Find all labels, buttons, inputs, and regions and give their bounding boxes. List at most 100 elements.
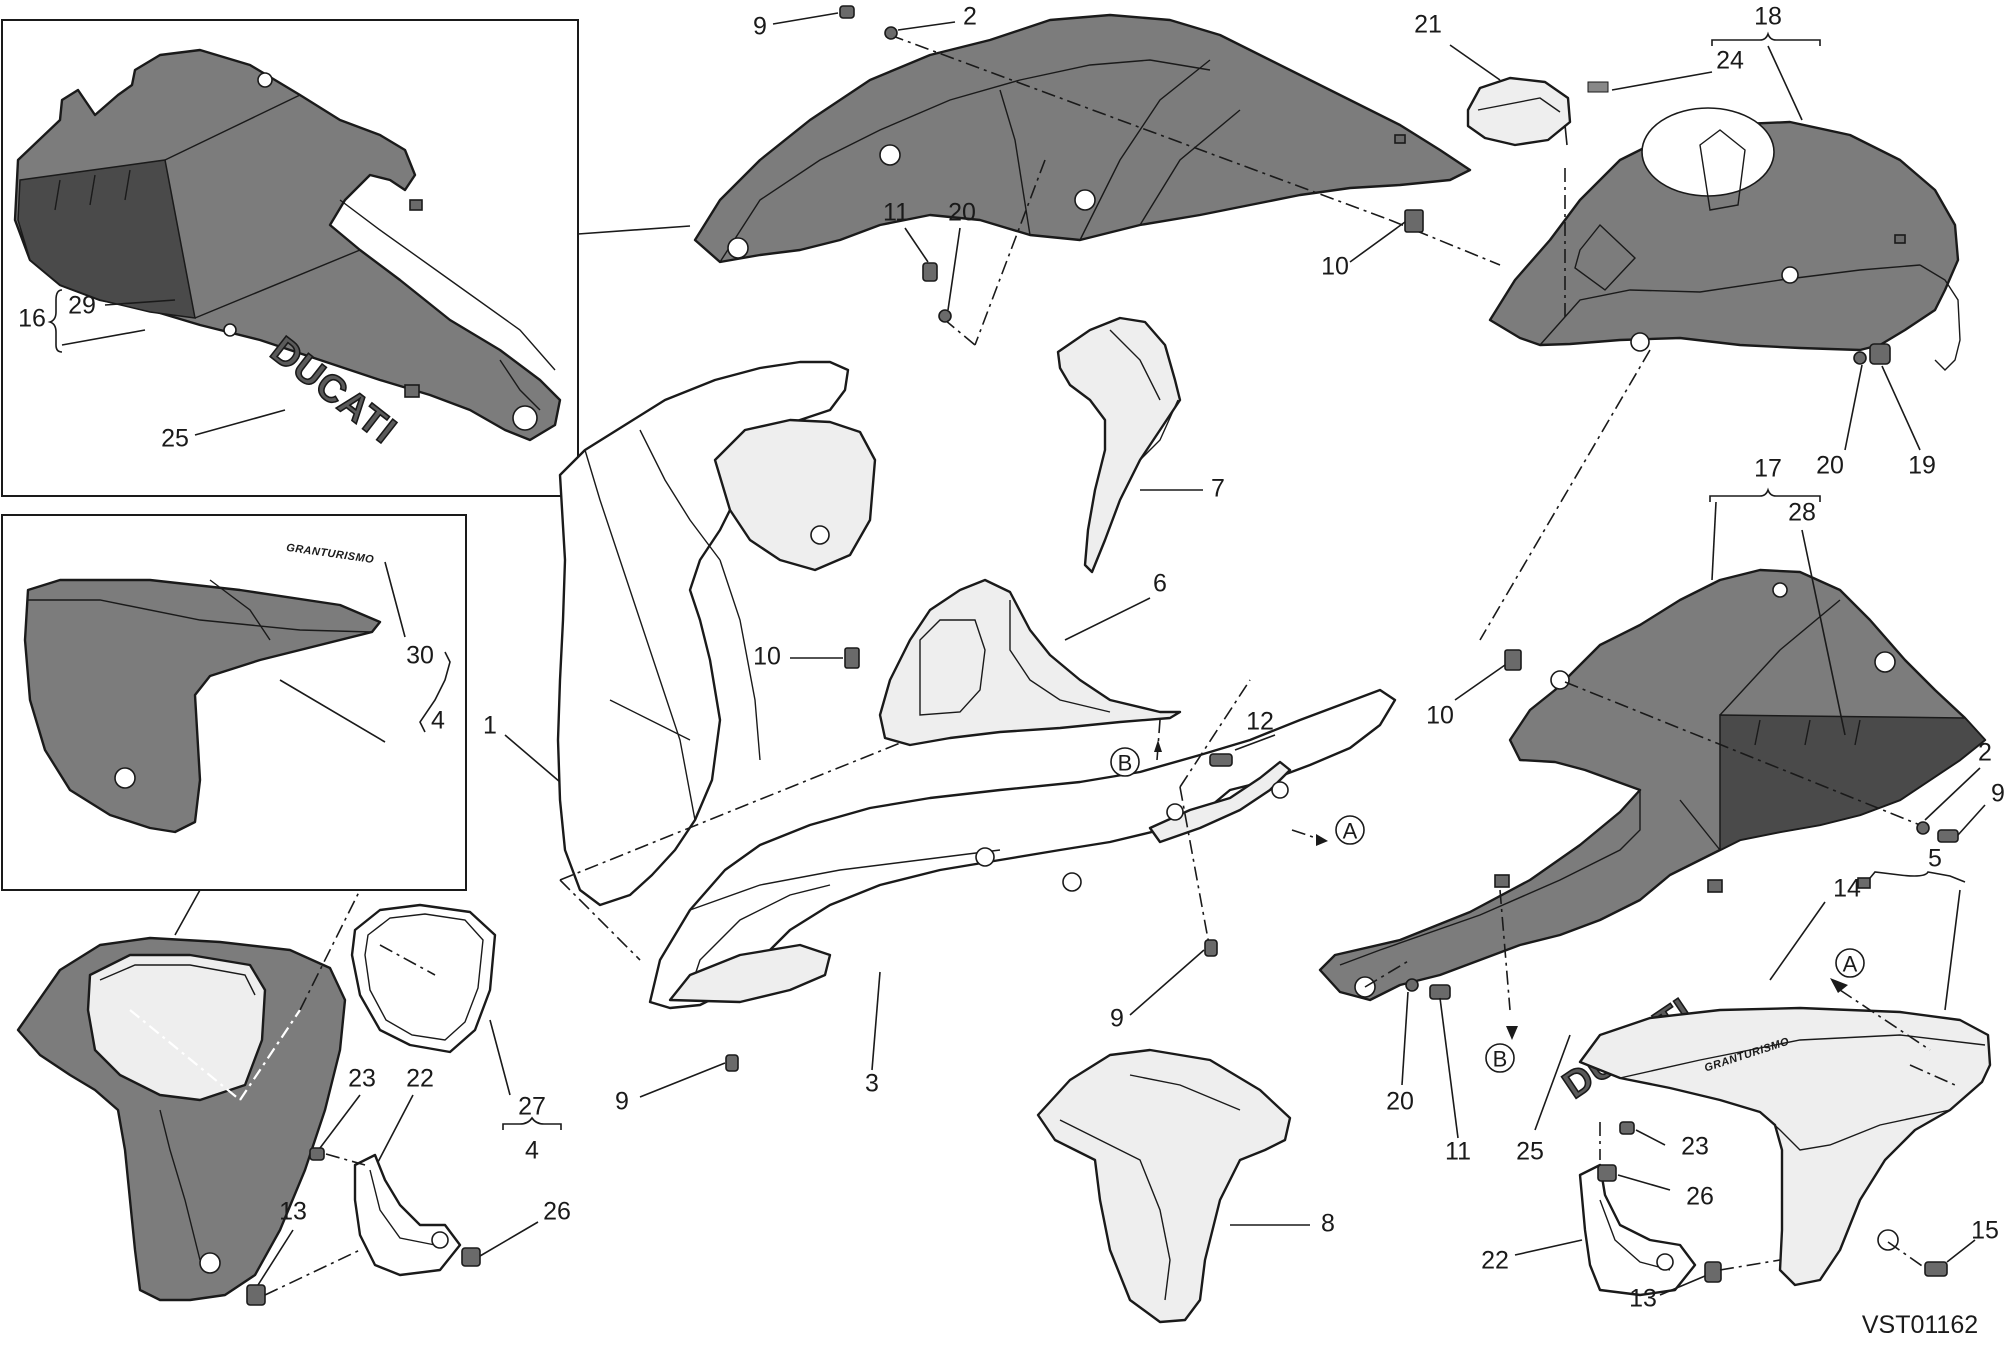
clip-10-mid — [844, 647, 860, 669]
tank-cover-top-right: 21 18 24 20 19 — [1414, 3, 1961, 641]
callout-11-right: 11 — [1439, 997, 1471, 1166]
grommet-13-right — [1704, 1261, 1722, 1283]
screw-11-right — [1429, 984, 1451, 1000]
svg-text:23: 23 — [1681, 1133, 1709, 1161]
callout-11-top: 11 — [883, 199, 929, 263]
screw-19 — [1869, 343, 1891, 365]
svg-text:13: 13 — [279, 1198, 307, 1226]
washer-20-top — [938, 309, 952, 323]
clip-10-top — [1404, 209, 1424, 233]
filler-lid-21 — [1466, 76, 1572, 147]
callout-25-inset: 25 — [161, 409, 286, 453]
washer-2-right — [1916, 821, 1930, 835]
callout-6: 6 — [1064, 570, 1167, 641]
side-panel-dark-insert — [17, 159, 196, 319]
svg-text:22: 22 — [1481, 1247, 1509, 1275]
callout-30: 30 — [384, 561, 434, 670]
svg-text:26: 26 — [543, 1198, 571, 1226]
svg-text:30: 30 — [406, 642, 434, 670]
callout-23-right: 23 — [1635, 1129, 1709, 1161]
callout-26-left: 26 — [479, 1198, 571, 1257]
svg-text:28: 28 — [1788, 499, 1816, 527]
washer-2-top — [884, 26, 898, 40]
side-fairing-inset — [13, 48, 562, 442]
svg-text:20: 20 — [1386, 1088, 1414, 1116]
svg-text:13: 13 — [1629, 1285, 1657, 1313]
svg-text:29: 29 — [68, 292, 96, 320]
callout-1: 1 — [483, 712, 561, 783]
washer-20-right — [1853, 351, 1867, 365]
svg-text:4: 4 — [525, 1137, 539, 1165]
svg-text:27: 27 — [518, 1093, 546, 1121]
callout-15: 15 — [1946, 1217, 1999, 1263]
granturismo-decal-inset: GRANTURISMO — [285, 542, 374, 566]
screw-9-top — [839, 5, 855, 19]
inset-box-front-cover: GRANTURISMO 30 4 — [1, 514, 467, 936]
svg-text:7: 7 — [1211, 475, 1225, 503]
svg-text:2: 2 — [963, 3, 977, 31]
callout-5: 5 — [1869, 845, 1966, 1011]
drawing-code: VST01162 — [1862, 1311, 1978, 1339]
inner-cover-6-shape — [878, 578, 1182, 747]
callout-10-right: 10 — [1426, 664, 1506, 730]
headlight — [668, 943, 832, 1004]
svg-text:B: B — [1493, 1047, 1508, 1072]
ref-marker-a-right: A — [1830, 948, 1931, 1051]
svg-text:11: 11 — [1445, 1138, 1471, 1166]
cover-lower-left: 27 4 23 22 13 26 — [16, 889, 571, 1306]
screw-12 — [1209, 753, 1233, 767]
callout-22-left: 22 — [377, 1065, 434, 1163]
svg-text:20: 20 — [948, 199, 976, 227]
front-nose-3: 3 9 9 12 B A — [615, 679, 1397, 1116]
svg-text:16: 16 — [18, 305, 46, 333]
front-fairing-1 — [556, 360, 850, 907]
top-fairing-center: 9 2 11 20 10 — [693, 3, 1501, 346]
svg-text:1: 1 — [483, 712, 497, 740]
front-fairing-left: 1 — [483, 360, 921, 961]
svg-text:A: A — [1343, 819, 1358, 844]
callout-24: 24 — [1611, 47, 1744, 91]
nose-bracket — [1148, 760, 1292, 844]
inner-panel-7: 7 — [1056, 316, 1225, 574]
belly-cover-8-shape — [1036, 1048, 1292, 1324]
callout-12: 12 — [1234, 708, 1276, 751]
svg-text:25: 25 — [161, 425, 189, 453]
svg-text:10: 10 — [753, 643, 781, 671]
callout-13-left: 13 — [257, 1198, 307, 1286]
washer-20-lower-right — [1405, 978, 1419, 992]
svg-text:18: 18 — [1754, 3, 1782, 31]
svg-text:5: 5 — [1928, 845, 1942, 873]
inner-cover-6: 6 10 — [753, 570, 1182, 747]
inner-panel-7-shape — [1056, 316, 1182, 574]
svg-text:9: 9 — [1991, 780, 2005, 808]
svg-text:15: 15 — [1971, 1217, 1999, 1245]
svg-text:8: 8 — [1321, 1210, 1335, 1238]
callout-13-right: 13 — [1629, 1275, 1706, 1313]
svg-text:22: 22 — [406, 1065, 434, 1093]
bracket-22-right — [1578, 1163, 1697, 1297]
svg-text:24: 24 — [1716, 47, 1744, 75]
screw-9-right — [1937, 829, 1959, 843]
svg-text:12: 12 — [1246, 708, 1274, 736]
side-fairing-17 — [1318, 568, 1987, 1002]
svg-text:10: 10 — [1426, 702, 1454, 730]
callout-21: 21 — [1414, 11, 1501, 81]
callout-9-right: 9 — [1957, 780, 2005, 836]
side-fairing-right: DUCATI 17 28 10 2 9 — [1318, 455, 2005, 1166]
screw-23-left — [309, 1147, 325, 1161]
svg-text:6: 6 — [1153, 570, 1167, 598]
svg-text:21: 21 — [1414, 11, 1442, 39]
front-cover-inset — [23, 578, 382, 834]
screw-15 — [1924, 1261, 1948, 1277]
screw-9-nose — [725, 1054, 739, 1072]
svg-text:17: 17 — [1754, 455, 1782, 483]
ref-marker-a-center: A — [1291, 815, 1365, 846]
callout-9-bottom: 9 — [1110, 949, 1205, 1033]
svg-text:10: 10 — [1321, 253, 1349, 281]
callout-4-inset: 4 — [279, 651, 451, 743]
callout-7: 7 — [1140, 475, 1225, 503]
callout-17: 17 — [1709, 455, 1821, 581]
callout-20-lower-right: 20 — [1386, 991, 1414, 1116]
callout-18: 18 — [1711, 3, 1821, 121]
